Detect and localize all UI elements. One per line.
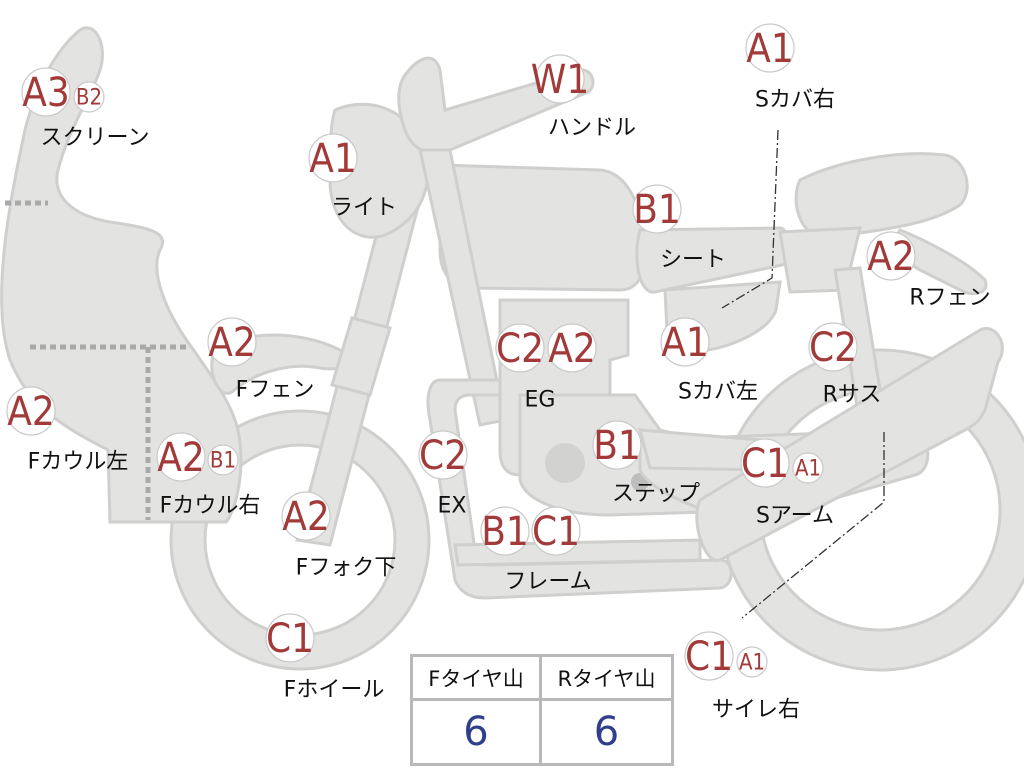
- grade-badge-text: C1: [266, 616, 314, 662]
- part-label: Fフェン: [236, 378, 315, 403]
- leader-scover-right: [721, 129, 779, 309]
- grade-badge: C1: [531, 506, 581, 556]
- grade-badge-text: C2: [809, 325, 857, 371]
- grade-badge-text: A1: [739, 651, 765, 676]
- part-label: Sカバ左: [678, 380, 758, 405]
- grade-badge: C2: [418, 430, 468, 480]
- grade-badge-text: A1: [795, 457, 821, 482]
- grade-badge-text: A1: [746, 26, 794, 72]
- grade-badge: C1: [684, 631, 734, 681]
- part-label: フレーム: [504, 570, 591, 595]
- part-label: Rフェン: [909, 286, 990, 311]
- grade-badge-text: A2: [282, 494, 330, 540]
- part-label: Fフォク下: [296, 556, 397, 581]
- grade-badge: A2: [6, 386, 56, 436]
- part-light: A1 ライト: [308, 133, 397, 221]
- grade-badge-text: C1: [685, 634, 733, 680]
- grade-badge: A1: [745, 23, 795, 73]
- grade-badge-text: A1: [309, 136, 357, 182]
- part-label: Sアーム: [756, 504, 834, 529]
- leader-silencer-right: [741, 432, 885, 619]
- grade-badge: A1: [308, 133, 358, 183]
- grade-badge: B1: [480, 506, 530, 556]
- grade-badge: C2: [808, 322, 858, 372]
- part-seat: B1 シート: [632, 184, 726, 273]
- grade-badge-text: B1: [633, 187, 681, 233]
- grade-badge: C1: [740, 438, 790, 488]
- grade-badge: B1: [632, 184, 682, 234]
- part-label: ライト: [331, 196, 397, 221]
- grade-badge-text: W1: [531, 57, 589, 103]
- rear-tire-header: Rタイヤ山: [542, 657, 671, 701]
- part-label: ステップ: [612, 482, 700, 507]
- grade-badge-text: B1: [593, 423, 641, 469]
- grade-badge-text: B1: [481, 509, 529, 555]
- part-handle: W1 ハンドル: [531, 54, 636, 141]
- grade-badge-text: A1: [661, 320, 709, 366]
- part-label: ハンドル: [548, 116, 636, 141]
- part-label: Sカバ右: [755, 88, 835, 113]
- grade-badge-text: C1: [741, 441, 789, 487]
- grade-badge: B1: [207, 444, 239, 476]
- part-label: Fホイール: [284, 678, 385, 703]
- part-label: シート: [660, 248, 726, 273]
- grade-badge: W1: [531, 54, 589, 104]
- part-label: Rサス: [823, 383, 882, 408]
- part-label: Fカウル右: [160, 494, 261, 519]
- grade-badge-text: A2: [548, 326, 596, 372]
- grade-badge-text: C1: [532, 509, 580, 555]
- grade-badge-text: B2: [76, 86, 102, 111]
- rear-tire-value: 6: [593, 709, 620, 755]
- grade-badge-text: A2: [867, 234, 915, 280]
- grade-badge: A1: [792, 452, 824, 484]
- part-label: サイレ右: [712, 698, 800, 723]
- grade-badge: A2: [547, 323, 597, 373]
- front-tire-value: 6: [413, 701, 542, 763]
- grade-badge: A2: [866, 231, 916, 281]
- part-step: B1 ステップ: [592, 420, 700, 507]
- grade-badge: C1: [265, 613, 315, 663]
- grade-badge-text: A2: [7, 389, 55, 435]
- bike-silhouette: [0, 26, 1024, 672]
- grade-badge-text: B1: [210, 449, 236, 474]
- grade-badge: A2: [281, 491, 331, 541]
- tire-tread-table: Fタイヤ山 Rタイヤ山 6 6: [410, 654, 674, 766]
- grade-badge: B1: [592, 420, 642, 470]
- grade-badge: A1: [736, 646, 768, 678]
- silencer: [695, 326, 1004, 562]
- grade-badge: A2: [156, 432, 206, 482]
- part-label: EG: [525, 388, 556, 413]
- part-label: EX: [438, 494, 467, 519]
- grade-badge-text: C2: [496, 326, 544, 372]
- grade-badge: B2: [73, 81, 105, 113]
- part-label: スクリーン: [41, 126, 150, 151]
- grade-badge-text: A2: [208, 320, 256, 366]
- part-label: Fカウル左: [28, 450, 129, 475]
- grade-badge: A3: [21, 67, 71, 117]
- grade-badge: A2: [207, 317, 257, 367]
- grade-badge: C2: [495, 323, 545, 373]
- grade-badge-text: A3: [22, 70, 70, 116]
- grade-badge-text: C2: [419, 433, 467, 479]
- front-tire-header: Fタイヤ山: [413, 657, 542, 701]
- grade-badge-text: A2: [157, 435, 205, 481]
- grade-badge: A1: [660, 317, 710, 367]
